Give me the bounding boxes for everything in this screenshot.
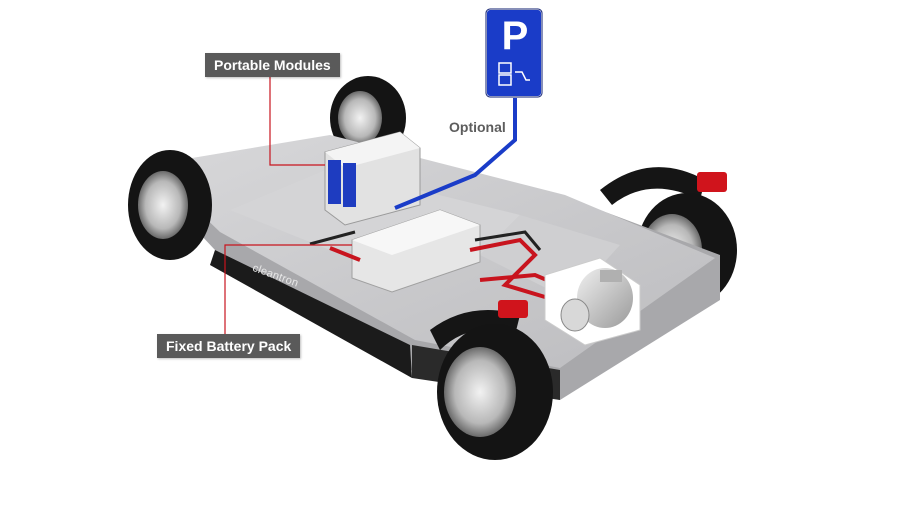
motor-icon xyxy=(544,257,641,346)
ev-charging-icon xyxy=(515,71,530,81)
portable-modules-unit xyxy=(324,131,421,226)
black-cables xyxy=(309,230,542,251)
fixed-battery-pack-label: Fixed Battery Pack xyxy=(157,334,301,358)
portable-modules-label: Portable Modules xyxy=(205,53,340,77)
callout-leaders xyxy=(224,76,352,334)
charging-cable xyxy=(394,95,517,210)
wheel-front-left xyxy=(430,300,553,460)
parking-sign-letter: P xyxy=(501,14,529,58)
optional-label: Optional xyxy=(449,119,506,135)
parking-sign-icon xyxy=(485,8,543,98)
battery-icon xyxy=(351,209,481,293)
wheel-rear-right xyxy=(128,150,212,260)
